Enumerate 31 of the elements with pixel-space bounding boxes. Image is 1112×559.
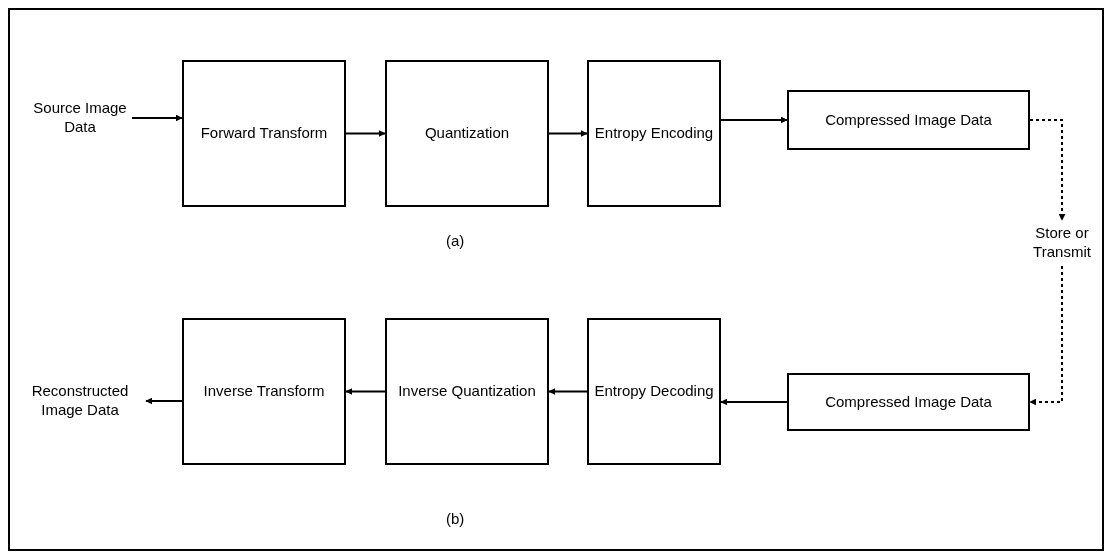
box-text: Compressed Image Data <box>825 392 992 412</box>
process-box <box>385 60 549 207</box>
process-box <box>182 60 346 207</box>
process-box <box>787 90 1030 150</box>
arrow <box>720 116 788 124</box>
box-text: Quantization <box>424 124 510 143</box>
box-text: Entropy Decoding <box>594 382 714 401</box>
box-text: Entropy Encoding <box>594 124 714 143</box>
process-box <box>587 60 721 207</box>
data-label: Source Image Data <box>28 95 132 141</box>
arrow <box>145 397 183 405</box>
arrow <box>131 114 183 122</box>
box-text: Inverse Transform <box>203 382 325 401</box>
arrow <box>345 388 386 395</box>
data-label: Reconstructed Image Data <box>14 378 146 424</box>
arrow <box>720 398 788 406</box>
box-text: Inverse Quantization <box>398 382 536 401</box>
process-box <box>587 318 721 465</box>
box-text: Forward Transform <box>200 124 328 143</box>
data-label: Store or Transmit <box>1018 220 1106 266</box>
dashed-arrow <box>1029 265 1063 406</box>
panel-label: (a) <box>446 231 465 251</box>
process-box <box>182 318 346 465</box>
box-text: Compressed Image Data <box>825 110 992 130</box>
dashed-arrow <box>1029 119 1066 221</box>
panel-label: (b) <box>446 509 465 529</box>
arrow <box>548 130 588 137</box>
process-box <box>385 318 549 465</box>
process-box <box>787 373 1030 431</box>
arrow <box>548 388 588 395</box>
arrow <box>345 130 386 137</box>
